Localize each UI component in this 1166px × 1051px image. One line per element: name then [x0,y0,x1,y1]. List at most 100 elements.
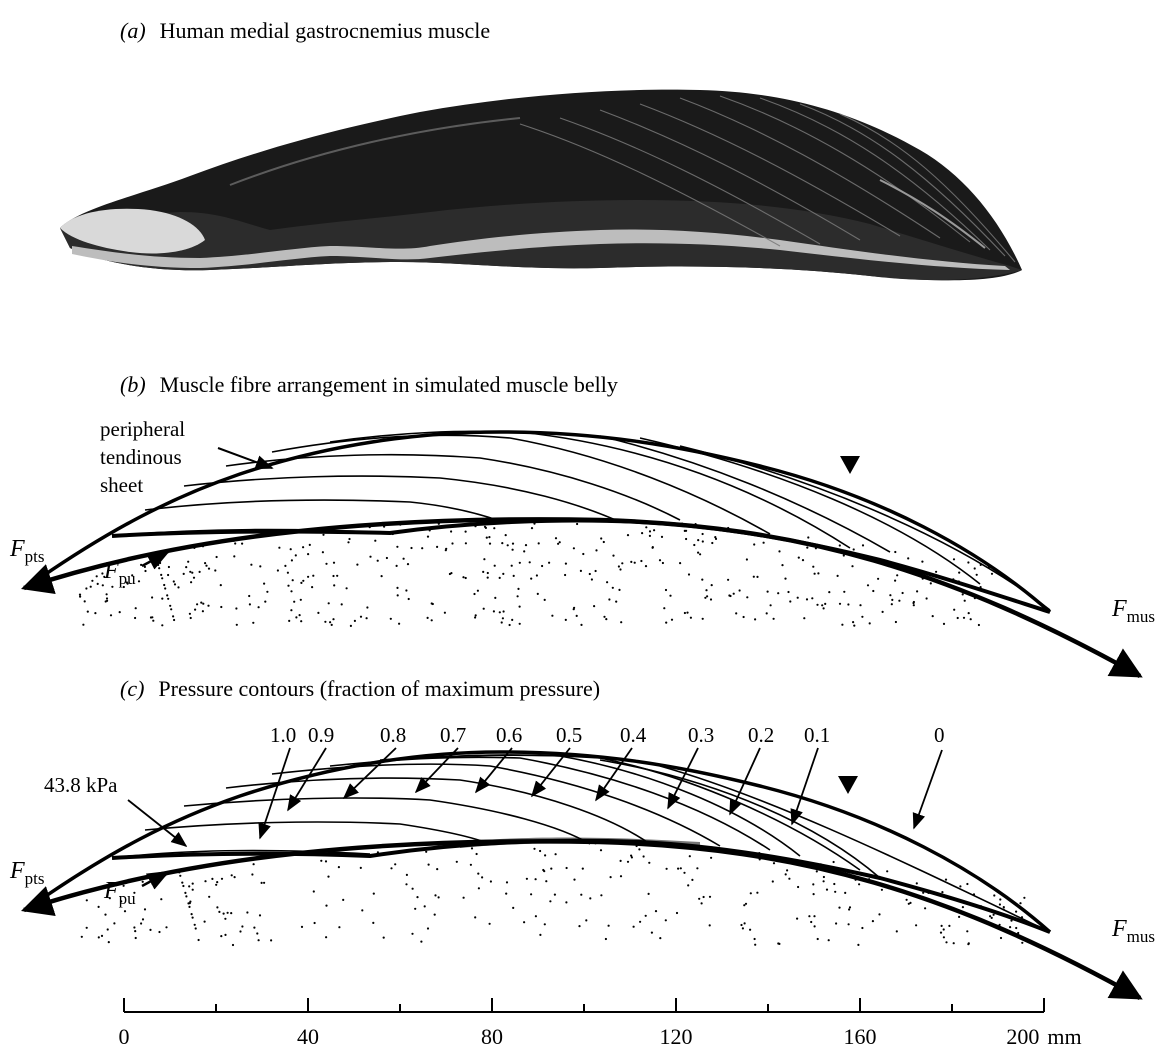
stipple-dot [505,534,507,536]
stipple-dot [749,929,751,931]
contour-label-0.8: 0.8 [380,723,406,747]
stipple-dot [215,884,217,886]
stipple-dot [299,614,301,616]
stipple-dot [807,536,809,538]
stipple-dot [834,891,836,893]
panel-b: (b)Muscle fibre arrangement in simulated… [9,372,1155,676]
stipple-dot [481,876,483,878]
stipple-dot [239,930,241,932]
stipple-dot [812,566,814,568]
stipple-dot [630,855,632,857]
stipple-dot [476,853,478,855]
stipple-dot [754,938,756,940]
stipple-dot [615,601,617,603]
stipple-dot [823,880,825,882]
stipple-dot [847,603,849,605]
stipple-dot [803,617,805,619]
stipple-dot [194,609,196,611]
stipple-dot [593,605,595,607]
stipple-dot [608,598,610,600]
stipple-dot [292,579,294,581]
stipple-dot [396,546,398,548]
stipple-dot [784,578,786,580]
simulated-muscle-belly-b [24,431,1140,676]
stipple-dot [322,551,324,553]
stipple-dot [618,565,620,567]
stipple-dot [963,617,965,619]
force-pts-c: Fpts [9,858,45,888]
stipple-dot [478,887,480,889]
force-mus-c: Fmus [1111,916,1155,946]
stipple-dot [142,918,144,920]
stipple-dot [544,854,546,856]
stipple-dot [595,570,597,572]
stipple-dot [192,917,194,919]
stipple-dot [848,908,850,910]
panel-b-title: (b)Muscle fibre arrangement in simulated… [120,372,618,397]
stipple-dot [509,624,511,626]
stipple-dot [608,925,610,927]
stipple-dot [144,908,146,910]
stipple-dot [824,603,826,605]
stipple-dot [493,610,495,612]
stipple-dot [539,934,541,936]
stipple-dot [325,905,327,907]
stipple-dot [627,534,629,536]
stipple-dot [471,847,473,849]
stipple-dot [533,848,535,850]
stipple-dot [993,894,995,896]
stipple-dot [220,935,222,937]
stipple-dot [823,607,825,609]
scale-tick-label-0: 0 [119,1024,130,1049]
stipple-dot [896,574,898,576]
stipple-dot [878,913,880,915]
stipple-dot [369,556,371,558]
stipple-dot [91,580,93,582]
stipple-dot [686,612,688,614]
stipple-dot [909,902,911,904]
stipple-dot [185,895,187,897]
stipple-dot [710,857,712,859]
stipple-dot [431,602,433,604]
stipple-dot [208,896,210,898]
stipple-dot [94,612,96,614]
stipple-dot [778,550,780,552]
stipple-dot [259,565,261,567]
stipple-dot [669,595,671,597]
stipple-dot [535,878,537,880]
stipple-dot [259,914,261,916]
stipple-dot [684,612,686,614]
stipple-dot [183,573,185,575]
stipple-dot [110,614,112,616]
stipple-dot [350,625,352,627]
stipple-dot [843,591,845,593]
stipple-dot [603,541,605,543]
stipple-dot [258,606,260,608]
stipple-dot [953,942,955,944]
stipple-dot [746,558,748,560]
stipple-dot [953,609,955,611]
stipple-dot [802,559,804,561]
stipple-dot [204,880,206,882]
simulated-muscle-belly-c [24,752,1140,998]
stipple-dot [966,883,968,885]
stipple-dot [477,590,479,592]
stipple-dot [651,932,653,934]
stipple-dot [90,586,92,588]
stipple-dot [501,542,503,544]
stipple-dot [416,896,418,898]
stipple-dot [302,580,304,582]
stipple-dot [188,885,190,887]
stipple-dot [580,624,582,626]
stipple-dot [882,611,884,613]
stipple-dot [184,892,186,894]
stipple-dot [157,564,159,566]
stipple-dot [79,596,81,598]
stipple-dot [566,867,568,869]
stipple-dot [745,903,747,905]
stipple-dot [958,916,960,918]
stipple-dot [600,537,602,539]
stipple-dot [891,599,893,601]
stipple-dot [301,926,303,928]
stipple-dot [342,899,344,901]
